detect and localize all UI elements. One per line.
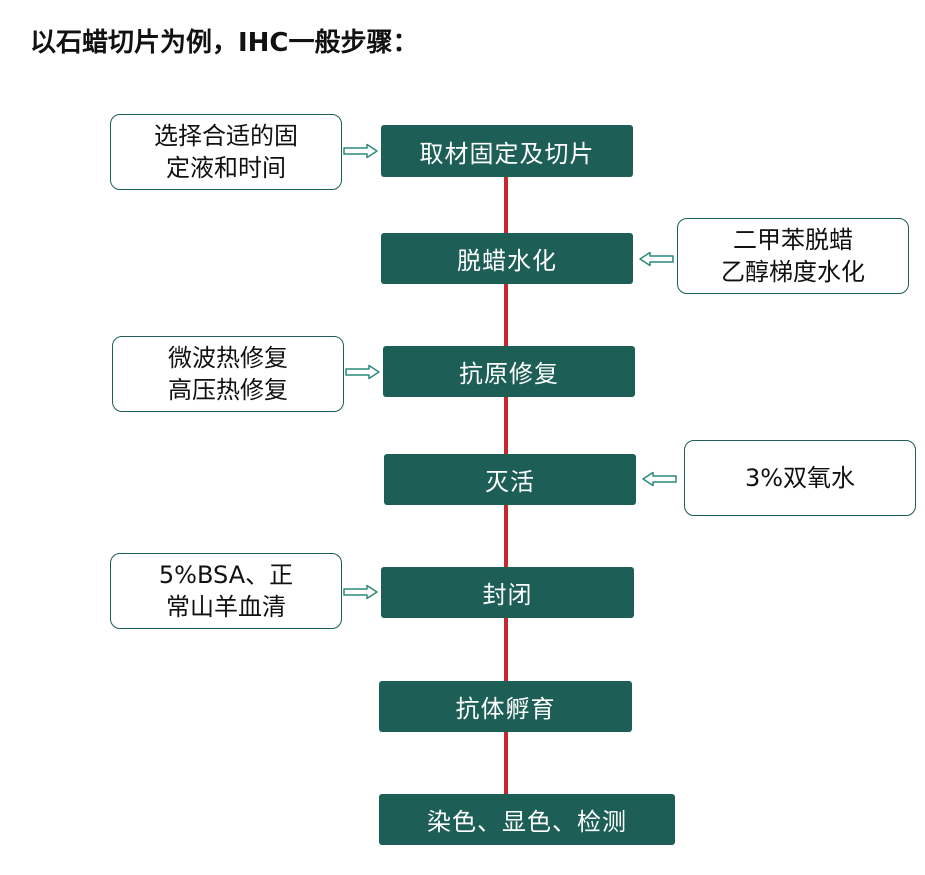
note-dewax-line-2: 乙醇梯度水化 <box>721 258 865 286</box>
note-blocking-line-2: 常山羊血清 <box>166 593 286 621</box>
arrow-right-icon <box>343 584 378 600</box>
step-antibody-incubation: 抗体孵育 <box>379 681 632 732</box>
step-inactivation: 灭活 <box>384 454 636 505</box>
note-retrieval: 微波热修复 高压热修复 <box>112 336 344 412</box>
step-fixation-sectioning: 取材固定及切片 <box>381 125 633 177</box>
arrow-right-icon <box>345 364 380 380</box>
step-staining-detection: 染色、显色、检测 <box>379 794 675 845</box>
arrow-right-icon <box>343 143 378 159</box>
connector-4 <box>504 505 508 567</box>
note-inactivation-line-1: 3%双氧水 <box>744 464 856 492</box>
note-retrieval-line-1: 微波热修复 <box>168 344 288 372</box>
connector-5 <box>504 618 508 681</box>
page-title: 以石蜡切片为例，IHC一般步骤： <box>30 28 419 58</box>
note-fixation: 选择合适的固 定液和时间 <box>110 114 342 190</box>
connector-2 <box>504 284 508 346</box>
step-blocking: 封闭 <box>381 567 634 618</box>
step-dewax-hydration: 脱蜡水化 <box>381 233 633 284</box>
note-blocking: 5%BSA、正 常山羊血清 <box>110 553 342 629</box>
note-fixation-line-1: 选择合适的固 <box>154 122 298 150</box>
step-antigen-retrieval: 抗原修复 <box>383 346 635 397</box>
arrow-left-icon <box>642 471 677 487</box>
note-dewax: 二甲苯脱蜡 乙醇梯度水化 <box>677 218 909 294</box>
connector-3 <box>504 397 508 454</box>
note-dewax-line-1: 二甲苯脱蜡 <box>733 226 853 254</box>
note-inactivation: 3%双氧水 <box>684 440 916 516</box>
note-retrieval-line-2: 高压热修复 <box>168 376 288 404</box>
connector-6 <box>504 732 508 794</box>
note-blocking-line-1: 5%BSA、正 <box>158 561 294 589</box>
arrow-left-icon <box>639 251 674 267</box>
connector-1 <box>504 177 508 233</box>
note-fixation-line-2: 定液和时间 <box>166 154 286 182</box>
